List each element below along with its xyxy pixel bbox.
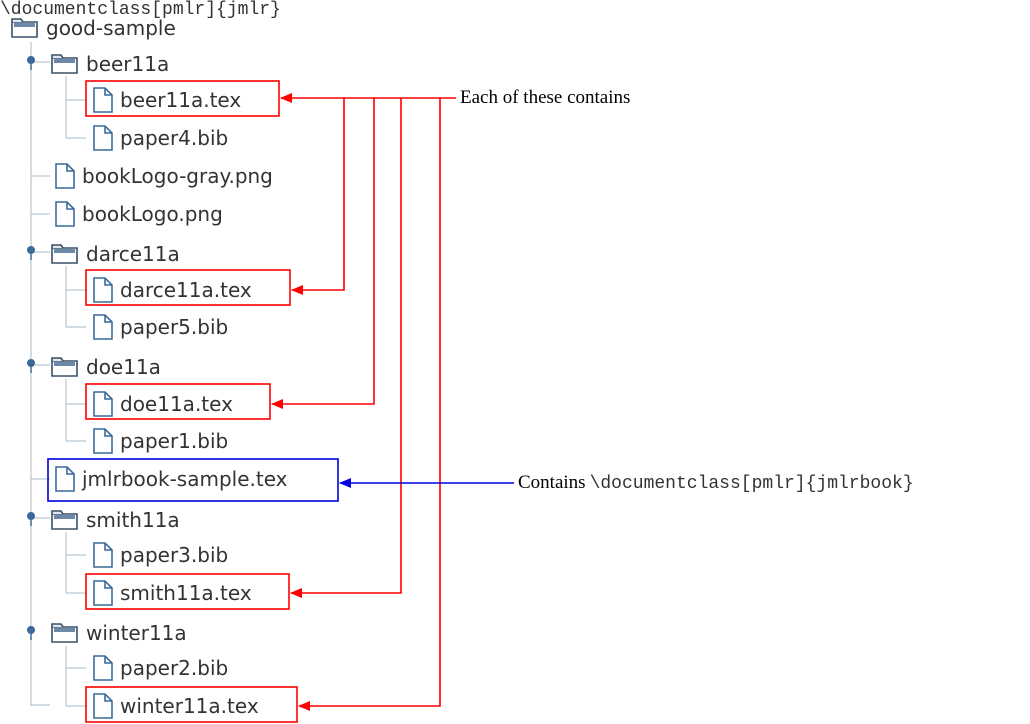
tree-folder-darce11a[interactable]: darce11a <box>50 237 180 271</box>
tree-file-jmlrbook-sample-tex[interactable]: jmlrbook-sample.tex <box>54 462 288 496</box>
folder-icon <box>51 54 78 74</box>
tree-file-booklogo-gray-png[interactable]: bookLogo-gray.png <box>54 159 273 193</box>
tree-file-smith11a-tex[interactable]: smith11a.tex <box>92 576 252 610</box>
highlight-box-doe11a-tex <box>85 383 271 420</box>
file-label: winter11a.tex <box>120 694 259 718</box>
file-label: darce11a.tex <box>120 278 252 302</box>
arrow-winter11a-tex <box>298 98 441 711</box>
tree-file-darce11a-tex[interactable]: darce11a.tex <box>92 273 252 307</box>
folder-label: smith11a <box>86 508 180 532</box>
folder-icon <box>51 623 78 643</box>
tree-file-paper2-bib[interactable]: paper2.bib <box>92 651 228 685</box>
file-label: beer11a.tex <box>120 88 242 112</box>
file-icon <box>55 466 75 492</box>
tree-file-paper3-bib[interactable]: paper3.bib <box>92 538 228 572</box>
toggle-doe11a-icon <box>27 359 35 373</box>
tree-folder-beer11a[interactable]: beer11a <box>50 47 169 81</box>
folder-label: darce11a <box>86 242 180 266</box>
file-icon <box>93 580 113 606</box>
annotation-blue: Contains \documentclass[pmlr]{jmlrbook} <box>518 472 914 494</box>
file-icon <box>93 277 113 303</box>
file-label: paper3.bib <box>120 543 229 567</box>
tree-root[interactable]: good-sample <box>10 11 176 45</box>
tree-file-winter11a-tex[interactable]: winter11a.tex <box>92 689 259 723</box>
tree-folder-smith11a[interactable]: smith11a <box>50 503 180 537</box>
tree-file-booklogo-png[interactable]: bookLogo.png <box>54 197 223 231</box>
toggle-smith11a-icon <box>27 512 35 526</box>
arrow-darce11a-tex <box>291 98 345 295</box>
annotation-red-text: Each of these contains <box>460 87 631 108</box>
annotation-blue-text: Contains <box>518 472 586 493</box>
file-label: paper5.bib <box>120 315 229 339</box>
file-label: paper1.bib <box>120 429 229 453</box>
toggle-beer11a-icon <box>27 56 35 70</box>
toggle-winter11a-icon <box>27 626 35 640</box>
highlight-box-jmlrbook-sample-tex <box>47 458 339 502</box>
tree-folder-doe11a[interactable]: doe11a <box>50 350 161 384</box>
folder-label: winter11a <box>86 621 187 645</box>
file-icon <box>93 655 113 681</box>
file-label: bookLogo.png <box>82 202 223 226</box>
tree-root-label: good-sample <box>46 16 176 40</box>
file-icon <box>93 391 113 417</box>
file-label: paper4.bib <box>120 126 229 150</box>
highlight-box-winter11a-tex <box>85 686 298 723</box>
folder-icon <box>51 357 78 377</box>
file-icon <box>93 693 113 719</box>
toggle-darce11a-icon <box>27 246 35 260</box>
highlight-box-beer11a-tex <box>85 80 280 117</box>
file-label: doe11a.tex <box>120 392 233 416</box>
folder-icon <box>51 510 78 530</box>
tree-folder-winter11a[interactable]: winter11a <box>50 616 187 650</box>
annotation-red-code: \documentclass[pmlr]{jmlr} <box>0 0 281 20</box>
file-icon <box>93 428 113 454</box>
file-icon <box>55 201 75 227</box>
tree-file-doe11a-tex[interactable]: doe11a.tex <box>92 387 233 421</box>
file-icon <box>93 125 113 151</box>
tree-file-paper1-bib[interactable]: paper1.bib <box>92 424 228 458</box>
file-label: smith11a.tex <box>120 581 252 605</box>
annotation-blue-code: \documentclass[pmlr]{jmlrbook} <box>589 474 914 494</box>
highlight-box-smith11a-tex <box>85 573 290 610</box>
arrow-smith11a-tex <box>290 98 402 598</box>
file-icon <box>55 163 75 189</box>
folder-icon <box>11 18 38 38</box>
tree-file-beer11a-tex[interactable]: beer11a.tex <box>92 83 241 117</box>
file-icon <box>93 87 113 113</box>
file-icon <box>93 314 113 340</box>
folder-icon <box>51 244 78 264</box>
file-label: jmlrbook-sample.tex <box>82 467 288 491</box>
arrow-doe11a-tex <box>271 98 375 409</box>
tree-file-paper4-bib[interactable]: paper4.bib <box>92 121 228 155</box>
file-icon <box>93 542 113 568</box>
file-label: paper2.bib <box>120 656 229 680</box>
file-label: bookLogo-gray.png <box>82 164 273 188</box>
highlight-box-darce11a-tex <box>85 269 291 306</box>
folder-label: doe11a <box>86 355 161 379</box>
tree-file-paper5-bib[interactable]: paper5.bib <box>92 310 228 344</box>
folder-label: beer11a <box>86 52 170 76</box>
